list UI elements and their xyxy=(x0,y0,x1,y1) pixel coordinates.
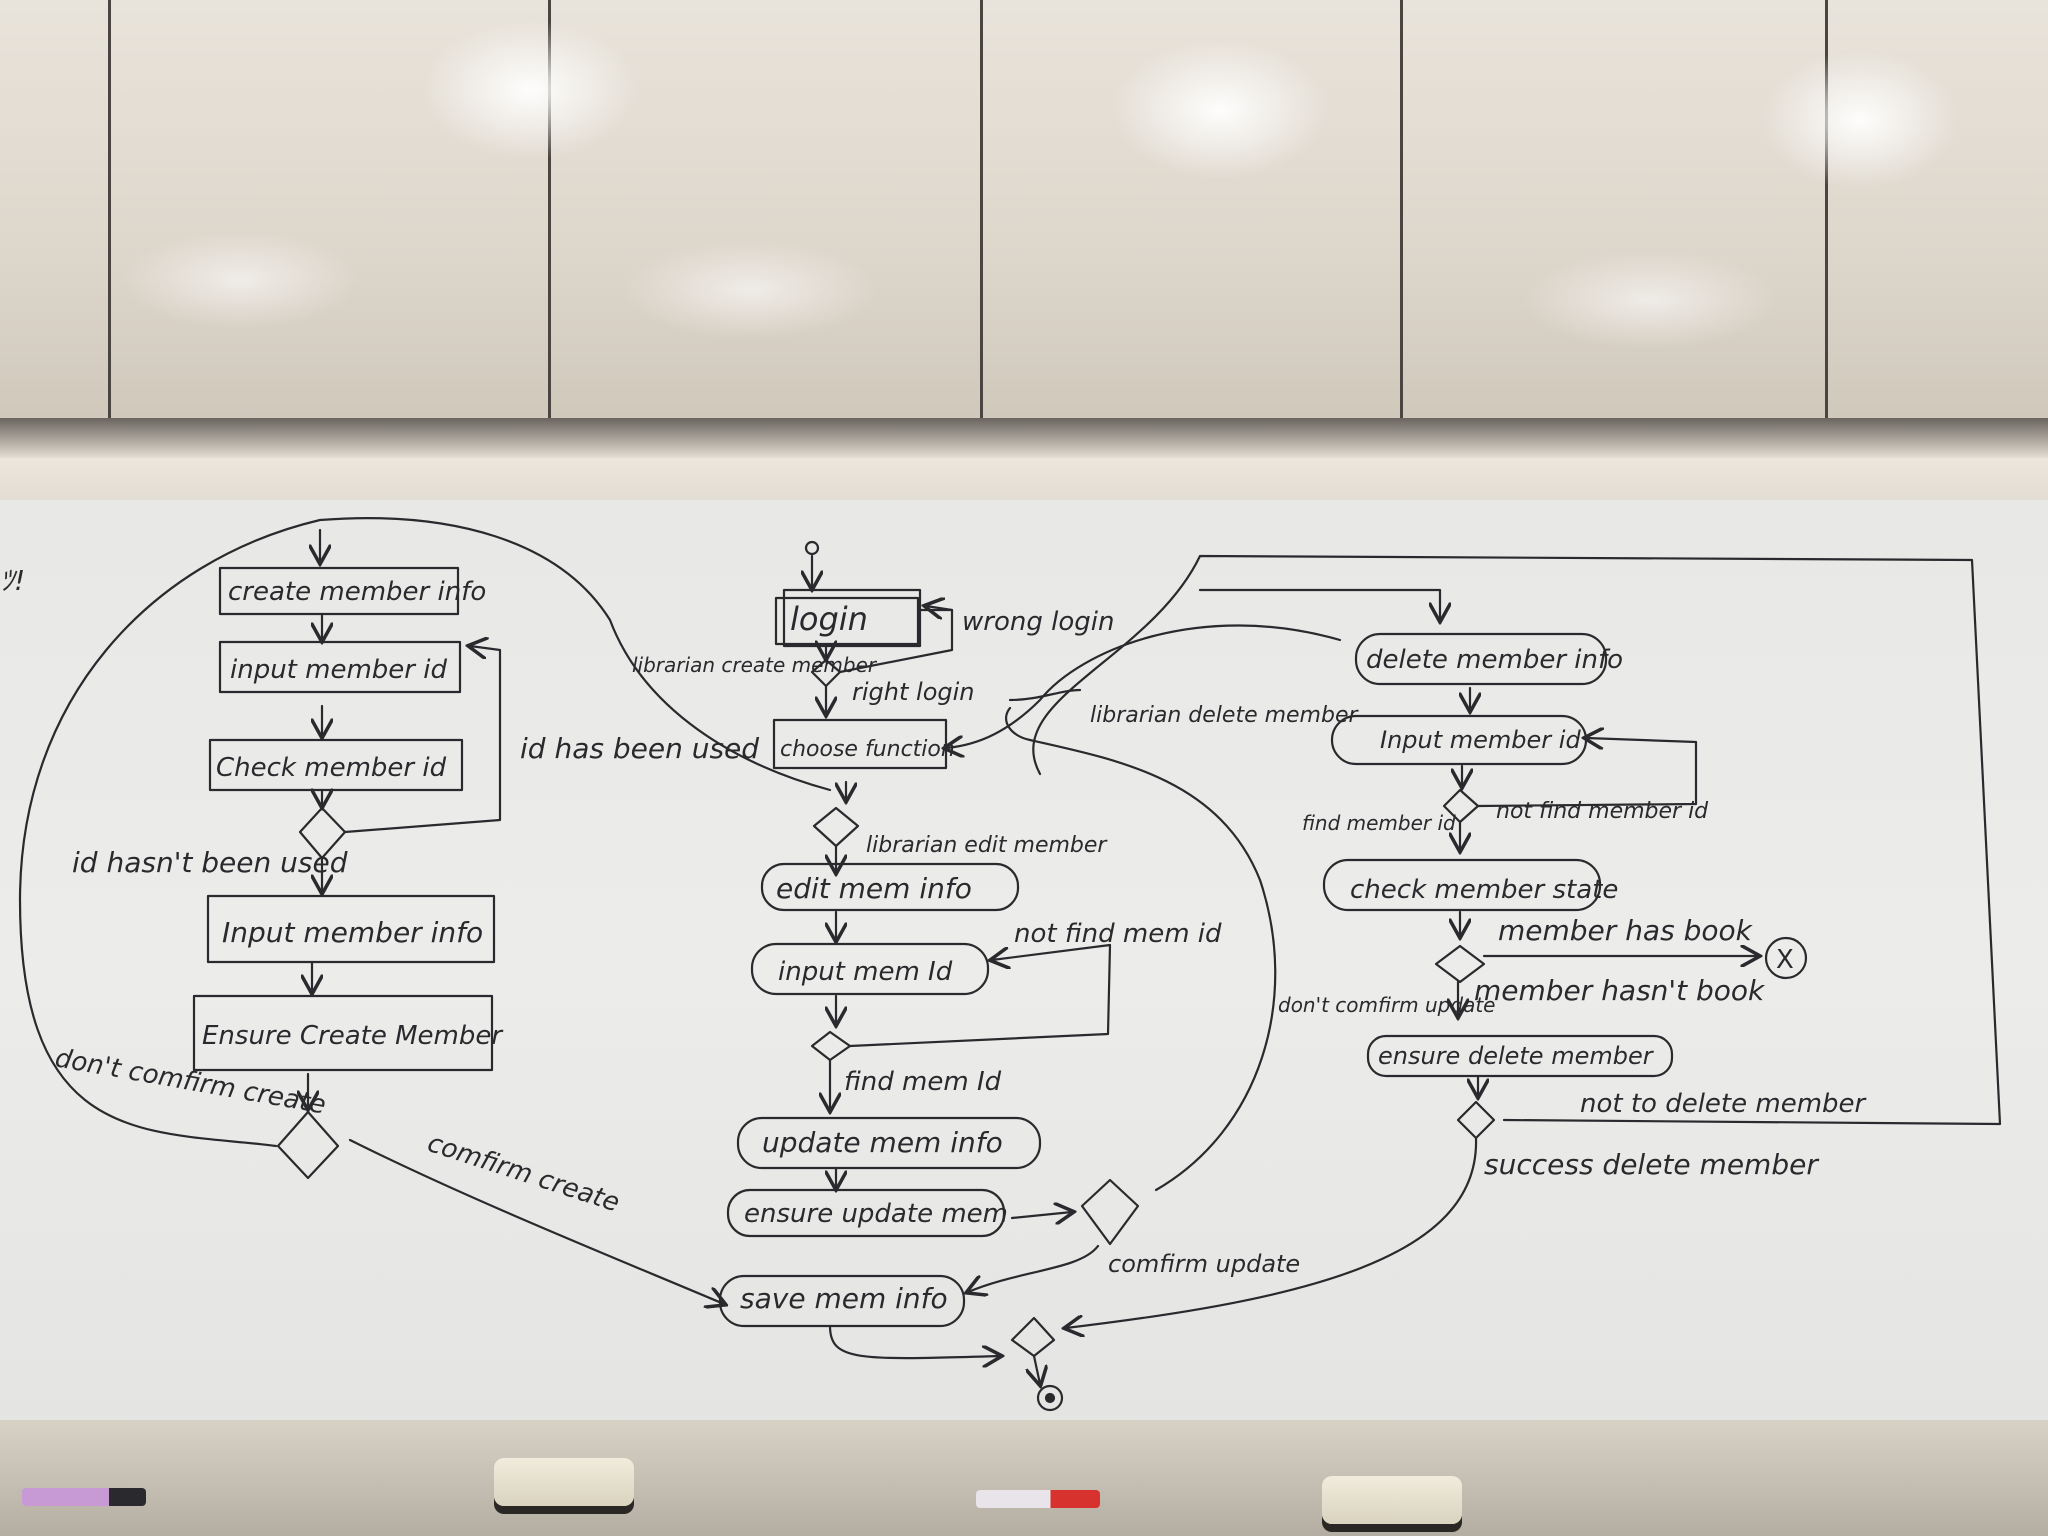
save-mem-info-box xyxy=(718,1274,966,1328)
check-member-state-box xyxy=(1322,858,1602,912)
state-decision-diamond xyxy=(1434,944,1486,984)
pink-marker[interactable] xyxy=(22,1488,146,1506)
input-member-id-right-label: Input member id xyxy=(1380,726,1581,754)
whiteboard xyxy=(0,500,2048,1435)
cabinet-seam xyxy=(548,0,551,430)
create-decision-diamond xyxy=(276,1110,340,1180)
find-member-id-label: find member id xyxy=(1302,811,1456,835)
light-glare xyxy=(1760,50,1960,190)
ensure-update-mem-label: ensure update mem xyxy=(744,1199,1008,1229)
light-glare xyxy=(420,20,640,160)
login-box xyxy=(774,596,920,646)
mem-id-decision-diamond xyxy=(810,1030,852,1062)
input-member-info-label: Input member info xyxy=(222,916,483,949)
ensure-delete-member-box xyxy=(1366,1034,1674,1078)
marker-tray xyxy=(0,1420,2048,1536)
check-member-id-label: Check member id xyxy=(216,753,447,783)
check-member-id-box xyxy=(208,738,464,792)
flow-final-node xyxy=(1764,936,1808,980)
ensure-update-mem-box xyxy=(726,1188,1006,1238)
edit-mem-info-label: edit mem info xyxy=(776,872,972,905)
end-x-label: X xyxy=(1776,945,1794,975)
light-glare xyxy=(1520,250,1780,350)
update-decision-diamond xyxy=(1080,1178,1140,1246)
cabinet-seam xyxy=(1400,0,1403,430)
not-to-delete-member-label: not to delete member xyxy=(1580,1089,1868,1119)
wrong-login-label: wrong login xyxy=(962,607,1114,637)
ensure-create-member-label: Ensure Create Member xyxy=(202,1021,504,1051)
id-hasnt-been-used-label: id hasn't been used xyxy=(72,846,348,879)
wall-cabinets xyxy=(0,0,2048,430)
confirm-update-label: comfirm update xyxy=(1108,1250,1300,1278)
librarian-delete-member-label: librarian delete member xyxy=(1090,703,1359,728)
light-glare xyxy=(620,240,880,340)
member-has-book-label: member has book xyxy=(1498,914,1754,947)
margin-note: ﾂ! xyxy=(0,564,25,597)
not-find-mem-id-label: not find mem id xyxy=(1014,919,1222,949)
input-member-info-box xyxy=(206,894,496,964)
input-mem-id-label: input mem Id xyxy=(778,957,953,987)
choose-function-label: choose function xyxy=(780,737,955,762)
light-glare xyxy=(120,230,360,330)
confirm-create-label: comfirm create xyxy=(424,1128,623,1218)
save-mem-info-label: save mem info xyxy=(740,1282,948,1315)
ensure-delete-member-label: ensure delete member xyxy=(1378,1042,1655,1070)
edit-mem-info-box xyxy=(760,862,1020,912)
cabinet-seam xyxy=(108,0,111,430)
dont-confirm-create-label: don't comfirm create xyxy=(53,1043,328,1120)
cabinet-seam xyxy=(980,0,983,430)
eraser-right[interactable] xyxy=(1322,1476,1462,1524)
red-marker[interactable] xyxy=(976,1490,1100,1508)
member-hasnt-book-label: member hasn't book xyxy=(1474,974,1766,1007)
input-member-id-box xyxy=(218,640,462,694)
success-delete-member-label: success delete member xyxy=(1484,1148,1819,1181)
update-mem-info-label: update mem info xyxy=(762,1126,1003,1159)
login-label: login xyxy=(790,600,868,638)
id-has-been-used-label: id has been used xyxy=(520,732,759,765)
delete-decision-diamond xyxy=(1456,1100,1496,1140)
ensure-create-member-box xyxy=(192,994,494,1072)
librarian-edit-member-label: librarian edit member xyxy=(866,833,1108,858)
update-mem-info-box xyxy=(736,1116,1042,1170)
end-node xyxy=(1036,1384,1064,1412)
create-member-info-box xyxy=(218,566,460,616)
dont-confirm-update-label: don't comfirm update xyxy=(1278,993,1495,1017)
delete-member-info-label: delete member info xyxy=(1366,645,1623,675)
input-member-id-label: input member id xyxy=(230,655,447,685)
right-login-label: right login xyxy=(852,678,974,706)
function-decision-diamond xyxy=(812,806,860,848)
find-mem-id-label: find mem Id xyxy=(844,1067,1002,1097)
cabinet-seam xyxy=(1825,0,1828,430)
eraser-left[interactable] xyxy=(494,1458,634,1506)
librarian-create-member-label: librarian create member xyxy=(632,653,878,677)
merge-diamond xyxy=(1010,1316,1056,1358)
start-node xyxy=(804,540,820,556)
check-member-state-label: check member state xyxy=(1350,875,1618,905)
delete-member-info-box xyxy=(1354,632,1608,686)
light-glare xyxy=(1110,40,1330,180)
create-member-info-label: create member info xyxy=(228,577,486,607)
not-find-member-id-label: not find member id xyxy=(1496,799,1709,824)
cabinet-ledge xyxy=(0,418,2048,458)
